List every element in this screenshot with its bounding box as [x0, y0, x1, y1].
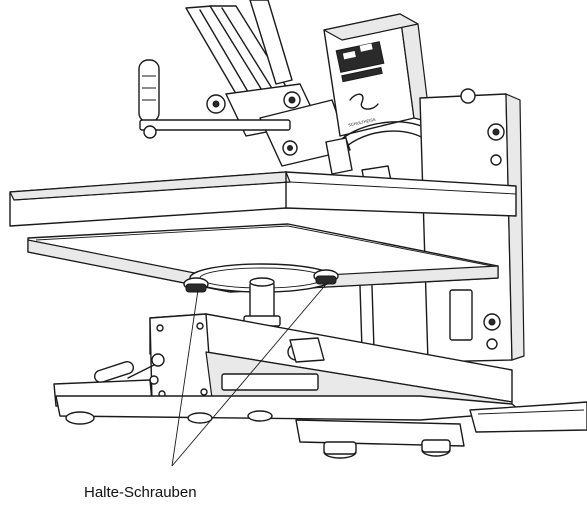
- retaining-screw-right: [313, 269, 339, 285]
- press-arm: [185, 0, 351, 167]
- control-box: SCHULTHEISS: [323, 13, 431, 137]
- mounting-ring: [189, 263, 335, 331]
- retaining-screw-left: [183, 277, 209, 293]
- callout-leaders: [171, 281, 329, 467]
- crank-handle: [93, 353, 165, 385]
- upper-platen: [9, 171, 517, 227]
- lever-handle: [138, 59, 291, 139]
- lower-platen: [27, 223, 499, 293]
- rear-frame: [359, 88, 525, 363]
- brand-text: SCHULTHEISS: [348, 117, 376, 128]
- callout-label: Halte-Schrauben: [84, 484, 197, 501]
- base-plate: [53, 379, 587, 459]
